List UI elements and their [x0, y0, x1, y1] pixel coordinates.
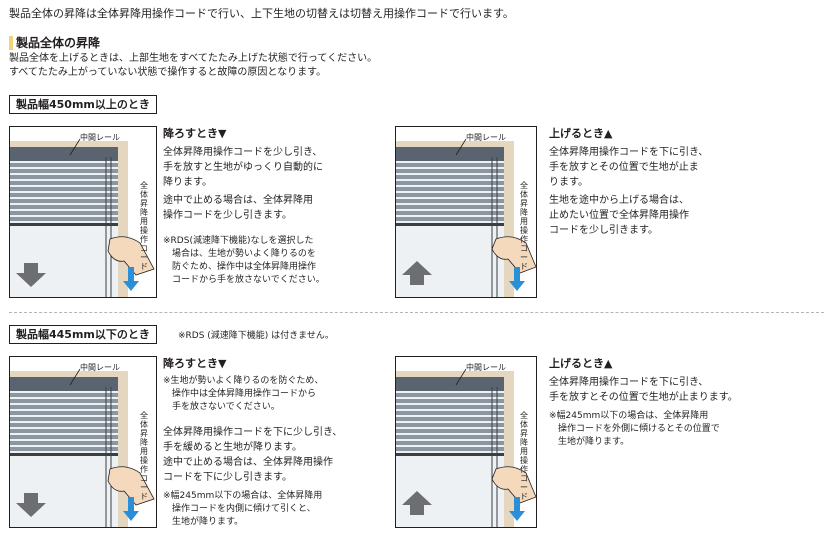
wide-lower-line: 途中で止める場合は、全体昇降用: [163, 195, 313, 206]
section-title: 製品全体の昇降: [16, 36, 101, 50]
arrow-down-blue-icon: [509, 267, 525, 291]
diagram-svg: [396, 138, 536, 297]
intro-text: 製品全体の昇降は全体昇降用操作コードで行い、上下生地の切替えは切替え用操作コード…: [9, 7, 514, 20]
mid-rail: [10, 223, 118, 226]
narrow-lower-note: 操作中は全体昇降用操作コードから: [172, 389, 317, 399]
narrow-lower-line: コードを下に少し引きます。: [163, 472, 292, 483]
narrow-lower-line: 途中で止める場合は、全体昇降用操作: [163, 457, 333, 468]
narrow-lower-note2: 生地が降ります。: [172, 517, 244, 527]
wide-lower-note: 防ぐため、操作中は全体昇降用操作: [172, 262, 317, 272]
arrow-down-gray-icon: [16, 493, 46, 517]
wide-raise-line: コードを少し引きます。: [549, 225, 658, 236]
cord-label: 全体昇降用操作コード: [520, 181, 528, 271]
diagram-svg: [396, 368, 536, 527]
blind-top-fabric: [10, 377, 118, 391]
narrow-lower-note2: ※幅245mm以下の場合は、全体昇降用: [163, 491, 323, 501]
narrow-lower-note: 手を放さないでください。: [172, 402, 280, 412]
arrow-down-gray-icon: [16, 263, 46, 287]
cord-label: 全体昇降用操作コード: [140, 411, 148, 501]
arrow-down-blue-icon: [123, 267, 139, 291]
blind-top-fabric: [396, 147, 504, 161]
rail-label: 中間レール: [466, 363, 506, 372]
narrow-size-label: 製品幅445mm以下のとき: [9, 325, 157, 344]
rail-leader-line: [69, 368, 81, 386]
narrow-rds-note: ※RDS (減速降下機能) は付きません。: [178, 331, 334, 341]
section-divider: [9, 312, 824, 313]
wide-lower-line: 降ります。: [163, 177, 212, 188]
narrow-raise-note: 生地が降ります。: [558, 437, 630, 447]
diagram-narrow-lower: 中間レール 全体昇降用操作コード: [9, 356, 157, 528]
cord-label: 全体昇降用操作コード: [140, 181, 148, 271]
rail-leader-line: [455, 138, 467, 156]
rail-leader-line: [455, 368, 467, 386]
narrow-lower-note2: 操作コードを内側に傾けて引くと、: [172, 504, 316, 514]
narrow-lower-note: ※生地が勢いよく降りるのを防ぐため、: [163, 376, 324, 386]
wide-raise-line: 生地を途中から上げる場合は、: [549, 195, 689, 206]
section-line-2: すべてたたみ上がっていない状態で操作すると故障の原因となります。: [9, 67, 327, 78]
hand-illustration: [107, 466, 155, 506]
wide-lower-note: コードから手を放さないでください。: [172, 275, 325, 285]
wide-lower-line: 全体昇降用操作コードを少し引き、: [163, 147, 323, 158]
narrow-raise-note: 操作コードを外側に傾けるとその位置で: [558, 424, 720, 434]
arrow-up-gray-icon: [402, 261, 432, 285]
diagram-svg: [10, 368, 155, 527]
mid-rail: [396, 453, 504, 456]
blind-top-fabric: [10, 147, 118, 161]
rail-label: 中間レール: [80, 133, 120, 142]
wide-lower-line: 操作コードを少し引きます。: [163, 210, 292, 221]
mid-rail: [396, 223, 504, 226]
wide-lower-note: ※RDS(減速降下機能)なしを選択した: [163, 236, 314, 246]
diagram-svg: [10, 138, 155, 297]
narrow-lower-title: 降ろすとき▼: [163, 357, 227, 370]
arrow-down-blue-icon: [123, 497, 139, 521]
rail-label: 中間レール: [80, 363, 120, 372]
diagram-wide-lower: 中間レール 全体昇降用操作コード: [9, 126, 157, 298]
narrow-lower-line: 手を緩めると生地が降ります。: [163, 442, 302, 453]
rail-leader-line: [69, 138, 81, 156]
narrow-raise-note: ※幅245mm以下の場合は、全体昇降用: [549, 411, 709, 421]
rail-label: 中間レール: [466, 133, 506, 142]
arrow-down-blue-icon: [509, 497, 525, 521]
blind-slats: [396, 163, 504, 221]
section-title-bar: [9, 36, 13, 50]
wide-raise-line: 全体昇降用操作コードを下に引き、: [549, 147, 709, 158]
mid-rail: [10, 453, 118, 456]
cord-label: 全体昇降用操作コード: [520, 411, 528, 501]
wide-raise-line: ります。: [549, 177, 588, 188]
arrow-up-gray-icon: [402, 491, 432, 515]
narrow-lower-line: 全体昇降用操作コードを下に少し引き、: [163, 427, 343, 438]
wide-raise-line: 手を放すとその位置で生地が止ま: [549, 162, 699, 173]
diagram-narrow-raise: 中間レール 全体昇降用操作コード: [395, 356, 537, 528]
hand-illustration: [107, 236, 155, 276]
wide-lower-line: 手を放すと生地がゆっくり自動的に: [163, 162, 323, 173]
wide-size-label: 製品幅450mm以上のとき: [9, 95, 157, 114]
narrow-raise-line: 手を放すとその位置で生地が止まります。: [549, 392, 738, 403]
narrow-raise-title: 上げるとき▲: [549, 357, 613, 370]
wide-raise-line: 止めたい位置で全体昇降用操作: [549, 210, 689, 221]
blind-slats: [396, 393, 504, 451]
diagram-wide-raise: 中間レール 全体昇降用操作コード: [395, 126, 537, 298]
wide-lower-title: 降ろすとき▼: [163, 127, 227, 140]
wide-lower-note: 場合は、生地が勢いよく降りるのを: [172, 249, 316, 259]
narrow-raise-line: 全体昇降用操作コードを下に引き、: [549, 377, 709, 388]
blind-slats: [10, 163, 118, 221]
section-line-1: 製品全体を上げるときは、上部生地をすべてたたみ上げた状態で行ってください。: [9, 53, 378, 64]
blind-top-fabric: [396, 377, 504, 391]
blind-slats: [10, 393, 118, 451]
wide-raise-title: 上げるとき▲: [549, 127, 613, 140]
